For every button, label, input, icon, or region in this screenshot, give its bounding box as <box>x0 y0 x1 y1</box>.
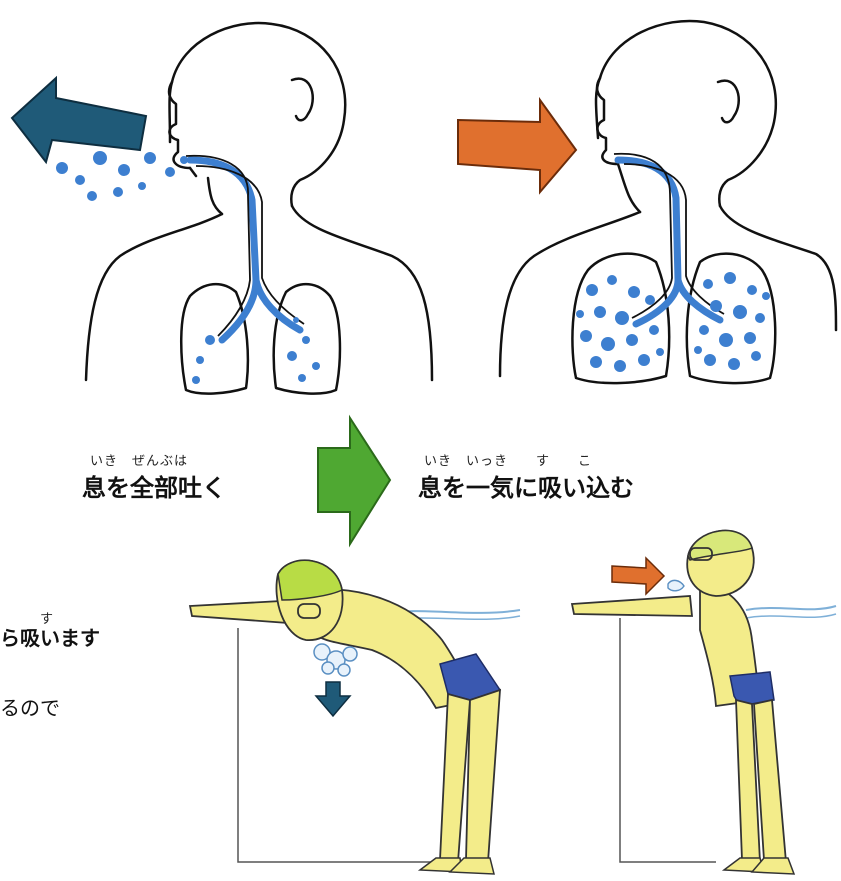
transition-arrow-icon <box>318 418 390 544</box>
side-text-line1: ら吸います <box>0 622 100 651</box>
exhale-label: 息を全部吐く <box>82 468 226 503</box>
inhale-label: 息を一気に吸い込む <box>418 468 634 503</box>
exhaled-air-dots <box>56 151 320 384</box>
exhale-arrow-icon <box>12 78 146 162</box>
inhale-small-arrow-icon <box>612 558 664 594</box>
inhale-figure <box>500 21 836 383</box>
inhale-arrow-icon <box>458 100 576 192</box>
inhale-ruby: いき いっき す こ <box>424 450 592 469</box>
inhale-swimmer <box>572 531 836 874</box>
side-text-line2: るので <box>0 692 60 721</box>
down-arrow-icon <box>316 682 350 716</box>
inhaled-air-dots <box>576 272 770 372</box>
exhale-ruby: いき ぜんぶは <box>90 450 188 469</box>
exhale-airway <box>190 160 300 340</box>
exhale-figure <box>86 23 432 394</box>
exhale-swimmer <box>190 560 520 874</box>
